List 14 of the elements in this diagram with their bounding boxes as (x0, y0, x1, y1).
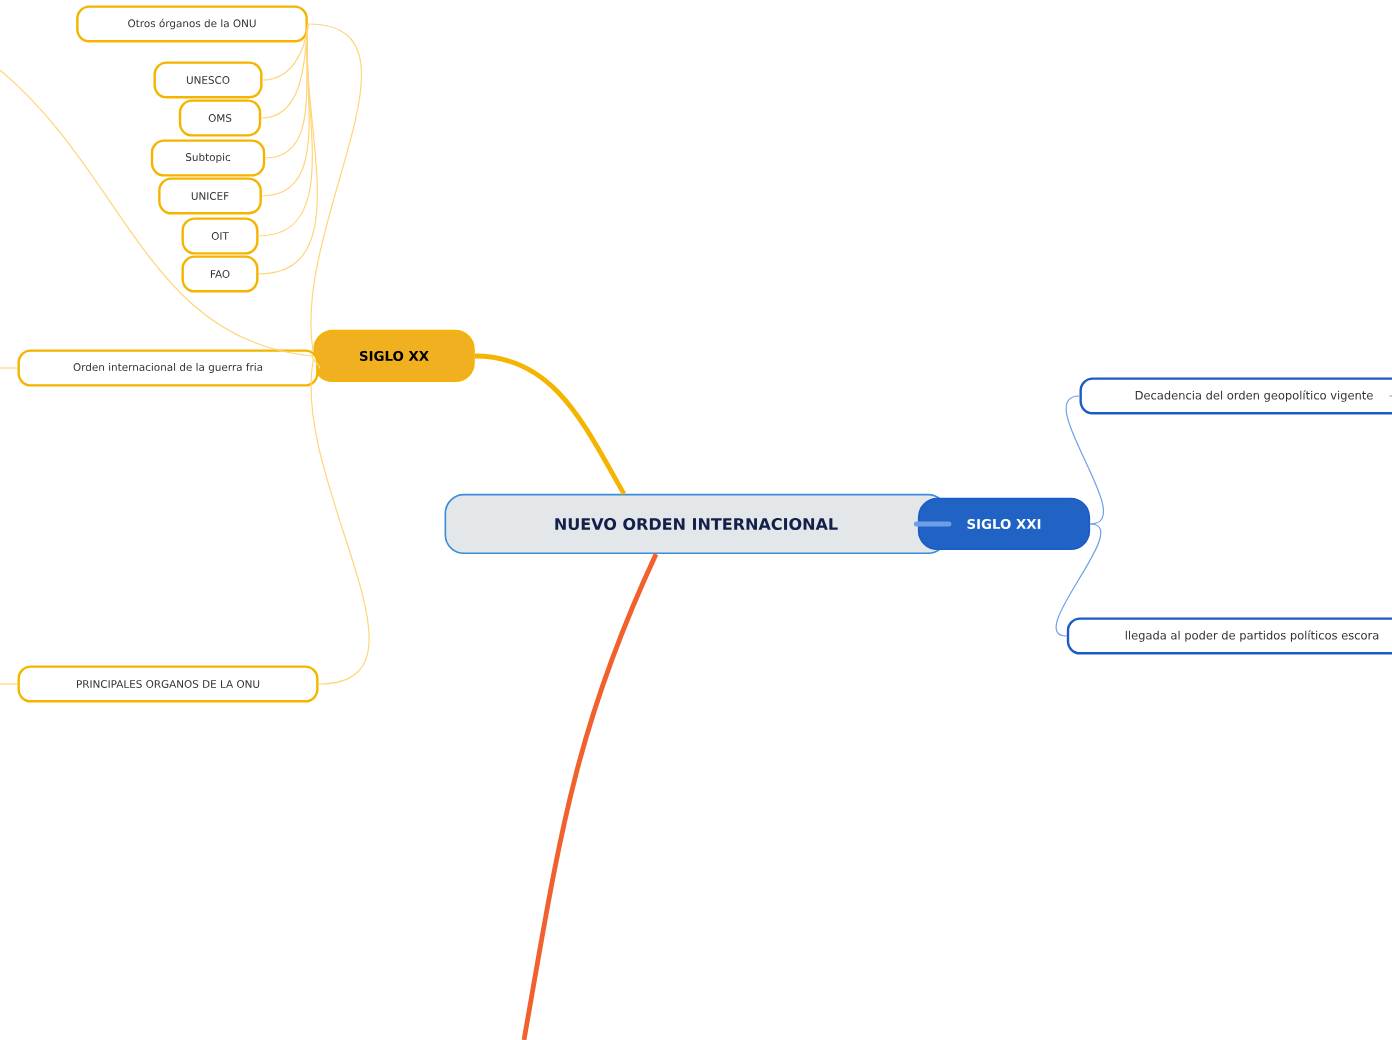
connector (521, 553, 659, 1040)
connector (1065, 395, 1104, 525)
connector (0, 69, 314, 357)
central-topic-box: NUEVO ORDEN INTERNACIONAL (444, 493, 948, 555)
connector (917, 521, 948, 527)
connector (261, 23, 309, 81)
connector (311, 355, 321, 369)
connector (0, 367, 19, 369)
connector (307, 23, 362, 353)
connector (0, 683, 19, 685)
connector (257, 23, 318, 275)
connector (310, 359, 370, 685)
connector (1055, 523, 1102, 637)
connector (474, 353, 627, 496)
